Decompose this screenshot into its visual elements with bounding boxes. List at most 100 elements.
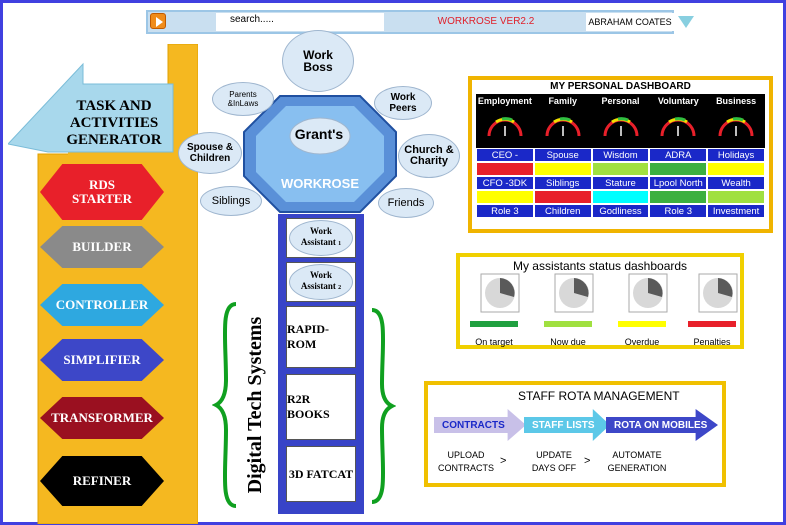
status-label: On target <box>475 337 513 347</box>
gauge-voluntary[interactable]: Voluntary <box>649 94 707 148</box>
status-penalties[interactable]: Penalties <box>680 273 744 347</box>
status-cell <box>649 190 708 204</box>
parents-bubble[interactable]: Parents&InLaws <box>212 82 274 116</box>
church-charity-bubble[interactable]: Church &Charity <box>398 134 460 178</box>
user-name[interactable]: ABRAHAM COATES <box>586 13 674 31</box>
bubble-text: Peers <box>389 103 417 114</box>
status-label: Now due <box>550 337 586 347</box>
rota-step-contracts[interactable]: CONTRACTS <box>434 409 526 441</box>
gauge-employment[interactable]: Employment <box>476 94 534 148</box>
pie-icon <box>628 273 668 313</box>
dashboard-cell[interactable]: Holidays <box>707 148 765 162</box>
status-cell <box>707 162 765 176</box>
dropdown-triangle-icon[interactable] <box>678 16 694 28</box>
spouse-children-bubble[interactable]: Spouse &Children <box>178 132 242 174</box>
dashboard-cell[interactable]: Role 3 <box>649 204 708 218</box>
bubble-text: Work <box>303 48 333 62</box>
bubble-text: Spouse & <box>186 142 234 153</box>
gauge-business[interactable]: Business <box>707 94 765 148</box>
rota-action-line: UPDATE <box>536 450 572 460</box>
generator-title-line1: TASK AND <box>76 98 152 114</box>
bubble-text: Parents <box>229 90 257 99</box>
center-name: Grant's <box>294 126 344 142</box>
siblings-bubble[interactable]: Siblings <box>200 186 262 216</box>
status-now-due[interactable]: Now due <box>536 273 600 347</box>
gauge-label: Personal <box>601 96 640 106</box>
generator-title: TASK AND ACTIVITIES GENERATOR <box>40 98 188 149</box>
stage-simplifier[interactable]: SIMPLIFIER <box>40 339 164 381</box>
rota-action-line: CONTRACTS <box>438 463 494 473</box>
bubble-text: Work <box>390 92 416 103</box>
dashboard-cell[interactable]: ADRA <box>649 148 708 162</box>
bubble-text: Siblings <box>211 194 251 207</box>
status-row <box>476 190 765 204</box>
status-panel-title: My assistants status dashboards <box>512 259 688 273</box>
dashboard-cell[interactable]: Wisdom <box>591 148 650 162</box>
gauge-icon <box>545 117 581 137</box>
dashboard-cell[interactable]: CEO - GCCS <box>476 148 534 175</box>
dashboard-cell[interactable]: CFO -3DK <box>476 176 534 190</box>
status-cell <box>591 162 650 176</box>
stage-transformer[interactable]: TRANSFORMER <box>40 397 164 439</box>
dashboard-cell[interactable]: Godliness <box>591 204 650 218</box>
status-cell <box>476 162 534 176</box>
rota-step-label: CONTRACTS <box>442 419 505 431</box>
dashboard-cell[interactable]: Children <box>533 204 592 218</box>
status-on-target[interactable]: On target <box>462 273 526 347</box>
bubble-text: Boss <box>303 60 333 74</box>
dashboard-cell[interactable]: Role 3 <box>476 204 534 218</box>
search-input[interactable]: search..... <box>216 13 384 31</box>
stage-label: REFINER <box>72 473 132 488</box>
left-brace-icon <box>212 302 237 508</box>
system-r2r-books[interactable]: R2R BOOKS <box>286 374 356 440</box>
dashboard-row: Role 3 Children Godliness Role 3 Investm… <box>476 204 765 218</box>
stage-rds-starter[interactable]: RDS STARTER <box>40 164 164 220</box>
status-overdue[interactable]: Overdue <box>610 273 674 347</box>
status-row <box>476 162 765 176</box>
status-cell <box>591 190 650 204</box>
bubble-text: Children <box>189 153 231 164</box>
gauge-personal[interactable]: Personal <box>592 94 650 148</box>
dashboard-cell[interactable]: Lpool North <box>649 176 708 190</box>
chevron-right-icon: > <box>500 455 507 467</box>
gauge-label: Voluntary <box>657 96 699 106</box>
bubble-text: Church & <box>404 144 454 156</box>
gauge-label: Employment <box>477 96 532 106</box>
rota-action-line: DAYS OFF <box>531 463 577 473</box>
bubble-text: Assistant <box>300 281 336 291</box>
status-bar <box>544 321 592 327</box>
dashboard-cell[interactable]: Spouse <box>533 148 592 162</box>
play-icon[interactable] <box>150 13 166 29</box>
bubble-text: Work <box>309 226 332 236</box>
system-3d-fatcat[interactable]: 3D FATCAT <box>286 446 356 502</box>
gauge-label: Family <box>548 96 577 106</box>
dashboard-cell[interactable]: Stature <box>591 176 650 190</box>
dashboard-cell[interactable]: Investment <box>707 204 765 218</box>
dashboard-cell[interactable]: Wealth <box>707 176 765 190</box>
friends-bubble[interactable]: Friends <box>378 188 434 218</box>
rota-action-update: UPDATE DAYS OFF <box>522 449 586 475</box>
rota-step-staff-lists[interactable]: STAFF LISTS <box>524 409 610 441</box>
status-bar <box>618 321 666 327</box>
stage-controller[interactable]: CONTROLLER <box>40 284 164 326</box>
stage-refiner[interactable]: REFINER <box>40 456 164 506</box>
rota-action-line: GENERATION <box>607 463 667 473</box>
generator-title-line3: GENERATOR <box>66 132 162 148</box>
generator-title-line2: ACTIVITIES <box>69 115 159 131</box>
rota-step-rota-on-mobiles[interactable]: ROTA ON MOBILES <box>606 409 718 441</box>
dashboard-row: CEO - GCCS Spouse Wisdom ADRA Holidays <box>476 148 765 175</box>
gauge-family[interactable]: Family <box>534 94 592 148</box>
workrose-octagon <box>243 95 397 213</box>
dashboard-cell[interactable]: Siblings <box>533 176 592 190</box>
status-bar <box>688 321 736 327</box>
bubble-text: Charity <box>410 155 448 167</box>
stage-builder[interactable]: BUILDER <box>40 226 164 268</box>
system-rapid-rom[interactable]: RAPID-ROM <box>286 306 356 368</box>
status-cell <box>533 190 592 204</box>
rota-step-label: ROTA ON MOBILES <box>614 419 708 431</box>
